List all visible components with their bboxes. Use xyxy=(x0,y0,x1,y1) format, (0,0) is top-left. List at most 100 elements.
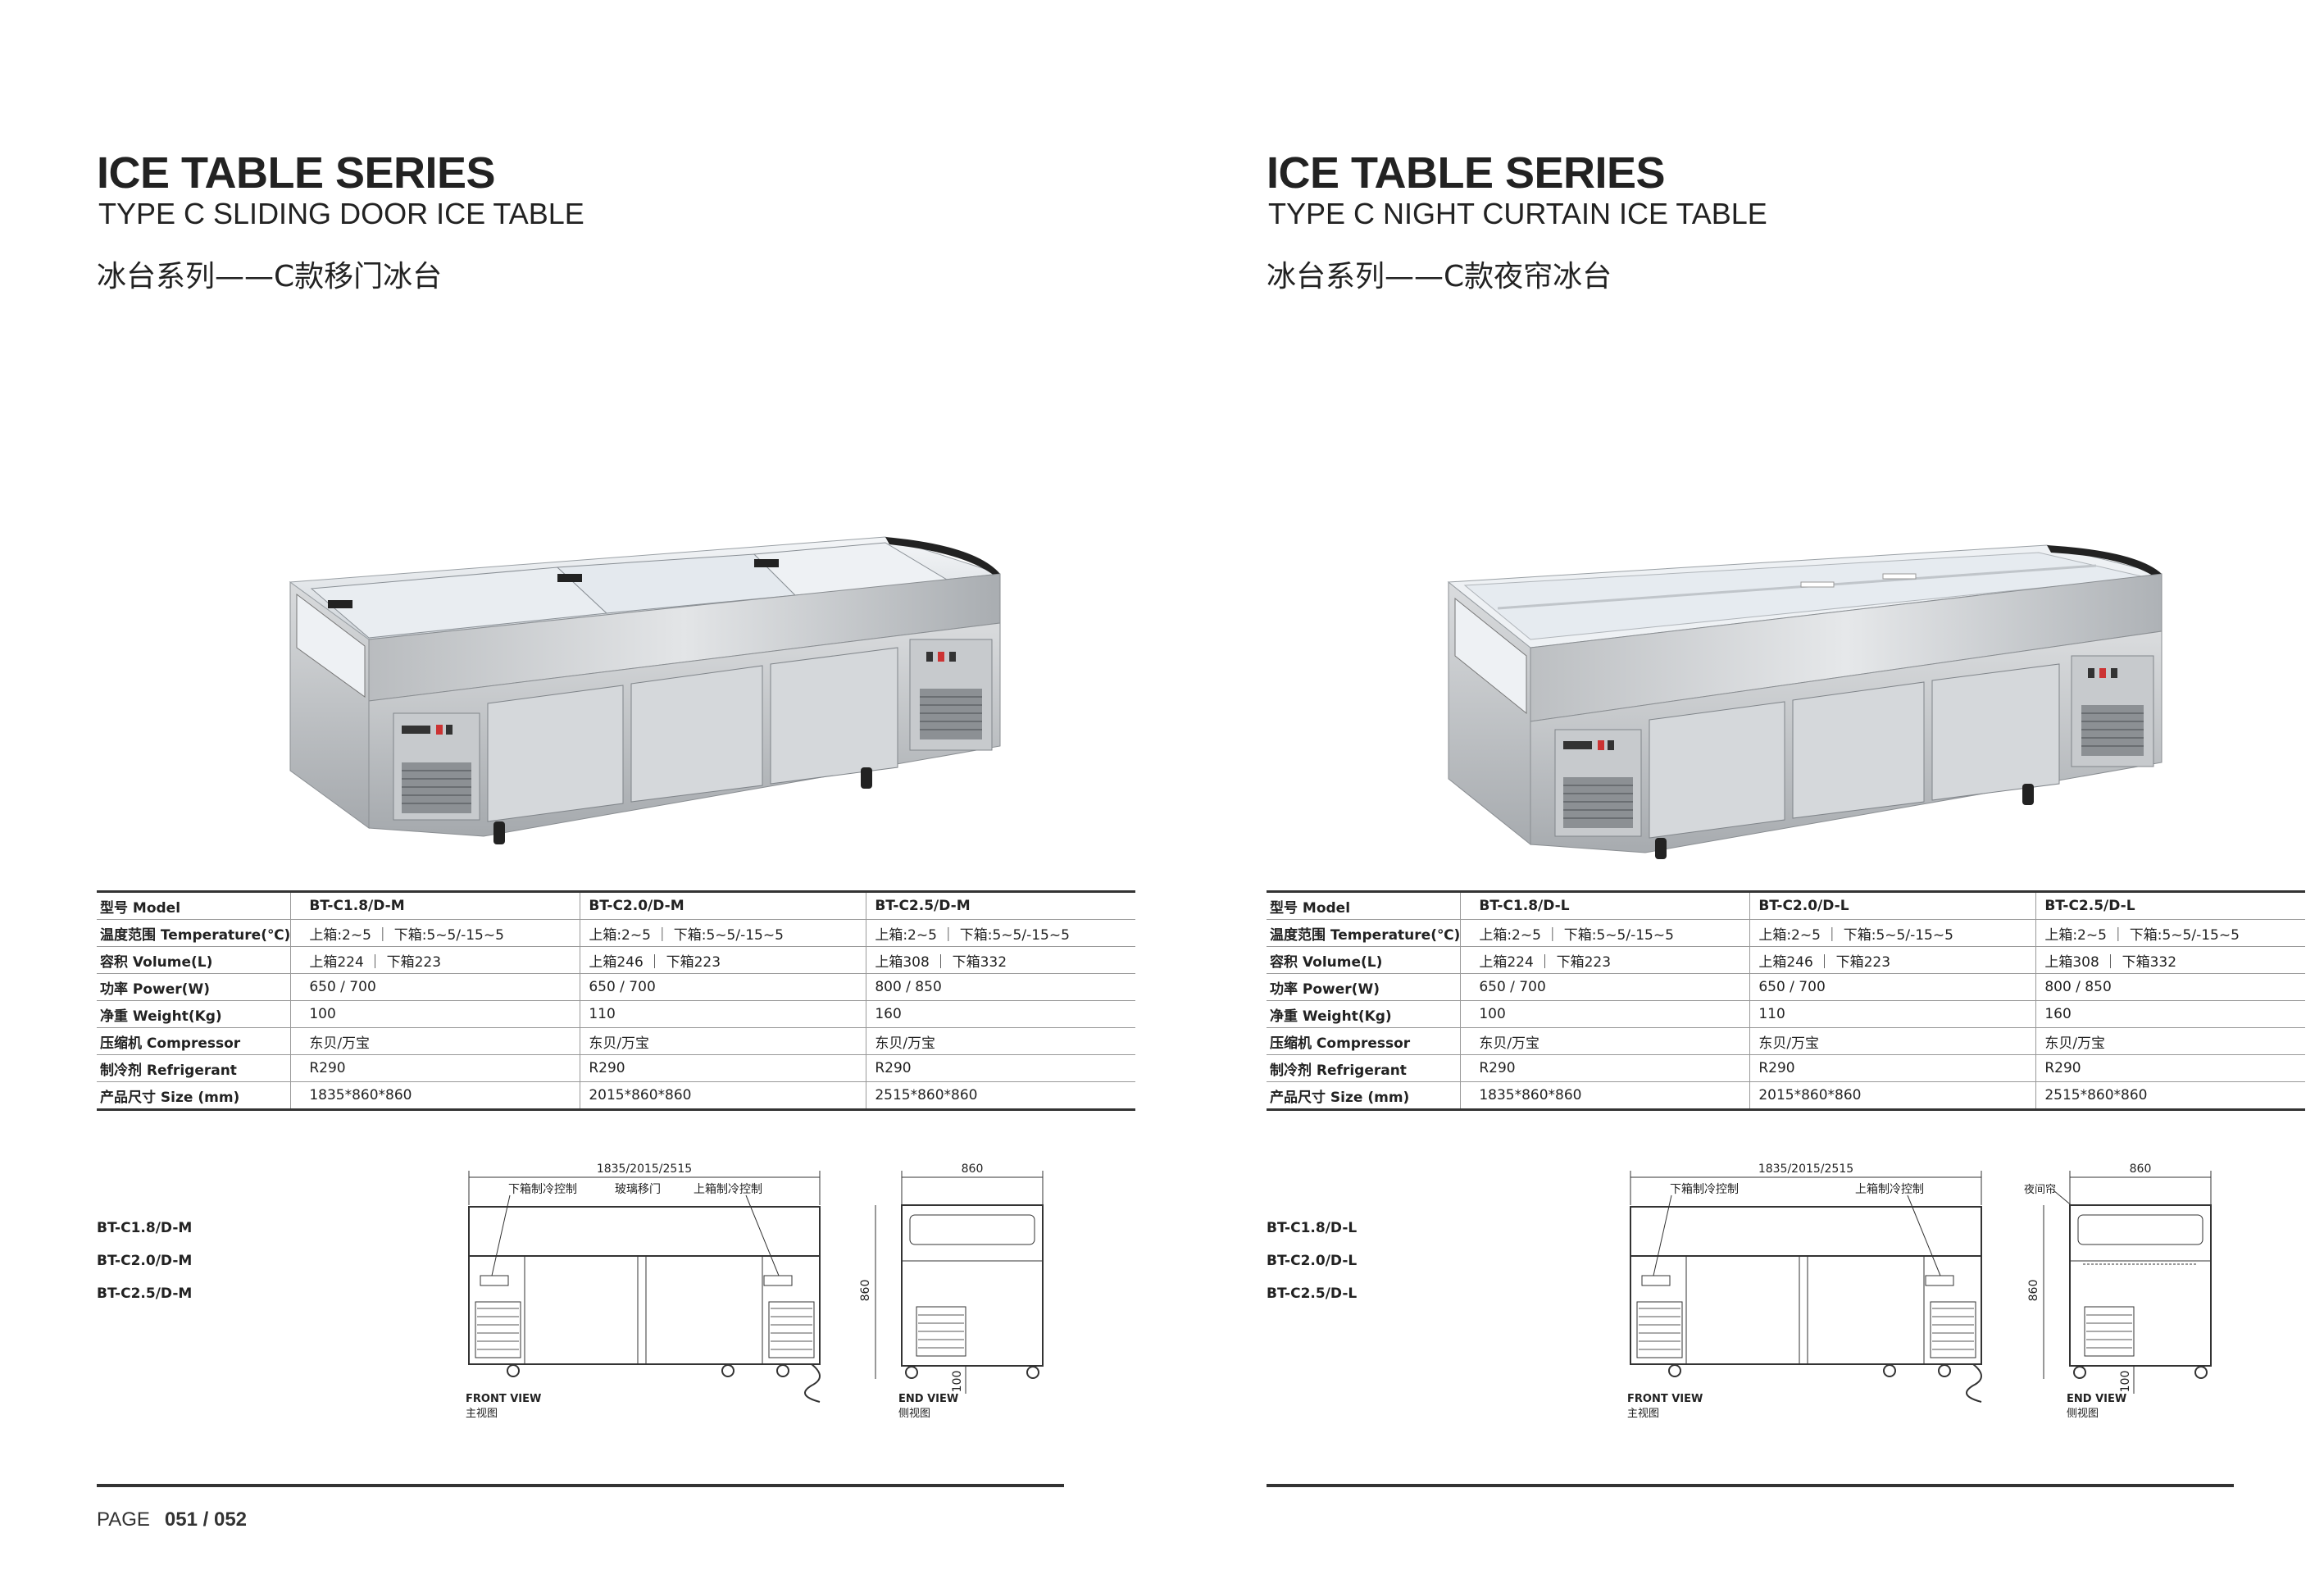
spec-cell: 650 / 700 xyxy=(290,973,580,1001)
end-view-label: END VIEW xyxy=(898,1393,958,1405)
spec-header-row: 型号 Model BT-C1.8/D-M BT-C2.0/D-M BT-C2.5… xyxy=(97,890,1136,920)
spec-cell: 上箱:2~5 ｜ 下箱:5~5/-15~5 xyxy=(580,919,866,947)
spec-table: 型号 Model BT-C1.8/D-M BT-C2.0/D-M BT-C2.5… xyxy=(97,890,1136,1111)
spec-label: 温度范围 Temperature(℃) xyxy=(1267,919,1461,947)
lower-control-label: 下箱制冷控制 xyxy=(508,1183,577,1196)
spec-cell: 上箱:2~5 ｜ 下箱:5~5/-15~5 xyxy=(1460,919,1750,947)
spec-cell: 2015*860*860 xyxy=(580,1081,866,1111)
spec-label: 净重 Weight(Kg) xyxy=(1267,1000,1461,1028)
footer-rule xyxy=(1267,1484,2234,1487)
series-subtitle: TYPE C SLIDING DOOR ICE TABLE xyxy=(98,197,584,230)
spec-header-model-1: BT-C1.8/D-M xyxy=(290,890,580,920)
front-width-dimension: 1835/2015/2515 xyxy=(1758,1163,1853,1176)
spec-label: 制冷剂 Refrigerant xyxy=(1267,1054,1461,1082)
spec-cell: R290 xyxy=(1749,1054,2036,1082)
spec-row-compressor: 压缩机 Compressor 东贝/万宝 东贝/万宝 东贝/万宝 xyxy=(97,1027,1136,1055)
spec-cell: R290 xyxy=(580,1054,866,1082)
lower-control-label: 下箱制冷控制 xyxy=(1670,1183,1739,1196)
spec-row-volume: 容积 Volume(L) 上箱224 ｜ 下箱223 上箱246 ｜ 下箱223… xyxy=(1267,946,2306,974)
spec-cell: R290 xyxy=(1460,1054,1750,1082)
spec-cell: 650 / 700 xyxy=(1749,973,2036,1001)
end-view-label-cn: 侧视图 xyxy=(898,1408,930,1420)
spec-header-label: 型号 Model xyxy=(97,890,291,920)
series-title: ICE TABLE SERIES xyxy=(1267,148,1666,198)
spec-cell: 东贝/万宝 xyxy=(2035,1027,2306,1055)
model-item: BT-C2.5/D-L xyxy=(1267,1285,1358,1302)
spec-cell: 上箱:2~5 ｜ 下箱:5~5/-15~5 xyxy=(1749,919,2036,947)
series-subtitle: TYPE C NIGHT CURTAIN ICE TABLE xyxy=(1268,197,1767,230)
end-depth-dimension: 860 xyxy=(962,1163,984,1176)
spec-header-label: 型号 Model xyxy=(1267,890,1461,920)
spec-header-model-2: BT-C2.0/D-L xyxy=(1749,890,2036,920)
spec-row-volume: 容积 Volume(L) 上箱224 ｜ 下箱223 上箱246 ｜ 下箱223… xyxy=(97,946,1136,974)
front-view-label: FRONT VIEW xyxy=(466,1393,541,1405)
technical-drawing: 1835/2015/2515 下箱制冷控制 玻璃移门 上箱制冷控制 FRONT … xyxy=(466,1163,1044,1420)
spec-cell: 上箱:2~5 ｜ 下箱:5~5/-15~5 xyxy=(2035,919,2306,947)
spec-cell: 2515*860*860 xyxy=(866,1081,1136,1111)
spec-cell: 100 xyxy=(1460,1000,1750,1028)
footer-rule xyxy=(97,1484,1064,1487)
model-item: BT-C1.8/D-L xyxy=(1267,1220,1358,1236)
spec-cell: 800 / 850 xyxy=(866,973,1136,1001)
spec-cell: R290 xyxy=(2035,1054,2306,1082)
spec-cell: 160 xyxy=(866,1000,1136,1028)
model-item: BT-C2.0/D-L xyxy=(1267,1253,1358,1269)
spec-header-model-3: BT-C2.5/D-L xyxy=(2035,890,2306,920)
spec-cell: 东贝/万宝 xyxy=(1749,1027,2036,1055)
spec-cell: 东贝/万宝 xyxy=(1460,1027,1750,1055)
right-page: ICE TABLE SERIES TYPE C NIGHT CURTAIN IC… xyxy=(1162,0,2323,1588)
spec-cell: 东贝/万宝 xyxy=(290,1027,580,1055)
spec-cell: 160 xyxy=(2035,1000,2306,1028)
night-curtain-label: 夜间帘 xyxy=(2024,1183,2056,1196)
series-title-cn: 冰台系列——C款夜帘冰台 xyxy=(1267,260,1612,293)
front-view-label-cn: 主视图 xyxy=(466,1408,498,1420)
spec-header-model-1: BT-C1.8/D-L xyxy=(1460,890,1750,920)
spec-label: 功率 Power(W) xyxy=(1267,973,1461,1001)
spec-cell: 上箱246 ｜ 下箱223 xyxy=(580,946,866,974)
page-number: 051 / 052 xyxy=(164,1508,248,1531)
model-list: BT-C1.8/D-L BT-C2.0/D-L BT-C2.5/D-L xyxy=(1267,1212,1357,1310)
series-title-cn: 冰台系列——C款移门冰台 xyxy=(97,260,443,293)
spec-row-weight: 净重 Weight(Kg) 100 110 160 xyxy=(1267,1000,2306,1028)
spec-label: 功率 Power(W) xyxy=(97,973,291,1001)
spec-cell: 上箱224 ｜ 下箱223 xyxy=(290,946,580,974)
spec-row-weight: 净重 Weight(Kg) 100 110 160 xyxy=(97,1000,1136,1028)
spec-cell: 上箱:2~5 ｜ 下箱:5~5/-15~5 xyxy=(866,919,1136,947)
spec-row-size: 产品尺寸 Size (mm) 1835*860*860 2015*860*860… xyxy=(1267,1081,2306,1111)
spec-label: 容积 Volume(L) xyxy=(1267,946,1461,974)
spec-cell: 东贝/万宝 xyxy=(866,1027,1136,1055)
night-curtain-ice-table-image xyxy=(1447,544,2163,859)
model-item: BT-C2.0/D-M xyxy=(97,1253,193,1269)
end-view-label: END VIEW xyxy=(2067,1393,2126,1405)
spec-label: 压缩机 Compressor xyxy=(1267,1027,1461,1055)
leg-height-dimension: 100 xyxy=(2119,1371,2132,1393)
glass-door-label: 玻璃移门 xyxy=(615,1182,661,1196)
spec-cell: 2015*860*860 xyxy=(1749,1081,2036,1111)
spec-cell: 800 / 850 xyxy=(2035,973,2306,1001)
leg-height-dimension: 100 xyxy=(951,1371,964,1393)
spec-header-row: 型号 Model BT-C1.8/D-L BT-C2.0/D-L BT-C2.5… xyxy=(1267,890,2306,920)
spec-row-refrigerant: 制冷剂 Refrigerant R290 R290 R290 xyxy=(97,1054,1136,1082)
spec-cell: R290 xyxy=(866,1054,1136,1082)
spec-label: 净重 Weight(Kg) xyxy=(97,1000,291,1028)
model-list: BT-C1.8/D-M BT-C2.0/D-M BT-C2.5/D-M xyxy=(97,1212,192,1310)
spec-cell: 1835*860*860 xyxy=(290,1081,580,1111)
left-page: ICE TABLE SERIES TYPE C SLIDING DOOR ICE… xyxy=(97,148,1136,1531)
spec-row-power: 功率 Power(W) 650 / 700 650 / 700 800 / 85… xyxy=(1267,973,2306,1001)
end-view-label-cn: 侧视图 xyxy=(2067,1408,2099,1420)
spec-row-temperature: 温度范围 Temperature(℃) 上箱:2~5 ｜ 下箱:5~5/-15~… xyxy=(97,919,1136,947)
end-height-dimension: 860 xyxy=(2027,1280,2040,1302)
spec-cell: 上箱:2~5 ｜ 下箱:5~5/-15~5 xyxy=(290,919,580,947)
spec-label: 压缩机 Compressor xyxy=(97,1027,291,1055)
spec-table: 型号 Model BT-C1.8/D-L BT-C2.0/D-L BT-C2.5… xyxy=(1267,890,2306,1111)
spec-row-size: 产品尺寸 Size (mm) 1835*860*860 2015*860*860… xyxy=(97,1081,1136,1111)
spec-row-temperature: 温度范围 Temperature(℃) 上箱:2~5 ｜ 下箱:5~5/-15~… xyxy=(1267,919,2306,947)
spec-label: 产品尺寸 Size (mm) xyxy=(97,1081,291,1111)
spec-cell: 上箱308 ｜ 下箱332 xyxy=(866,946,1136,974)
end-depth-dimension: 860 xyxy=(2130,1163,2152,1176)
spec-header-model-2: BT-C2.0/D-M xyxy=(580,890,866,920)
end-height-dimension: 860 xyxy=(859,1280,872,1302)
spec-row-compressor: 压缩机 Compressor 东贝/万宝 东贝/万宝 东贝/万宝 xyxy=(1267,1027,2306,1055)
spec-cell: 东贝/万宝 xyxy=(580,1027,866,1055)
technical-drawing: 1835/2015/2515 下箱制冷控制 上箱制冷控制 FRONT VIEW … xyxy=(1627,1163,2212,1420)
